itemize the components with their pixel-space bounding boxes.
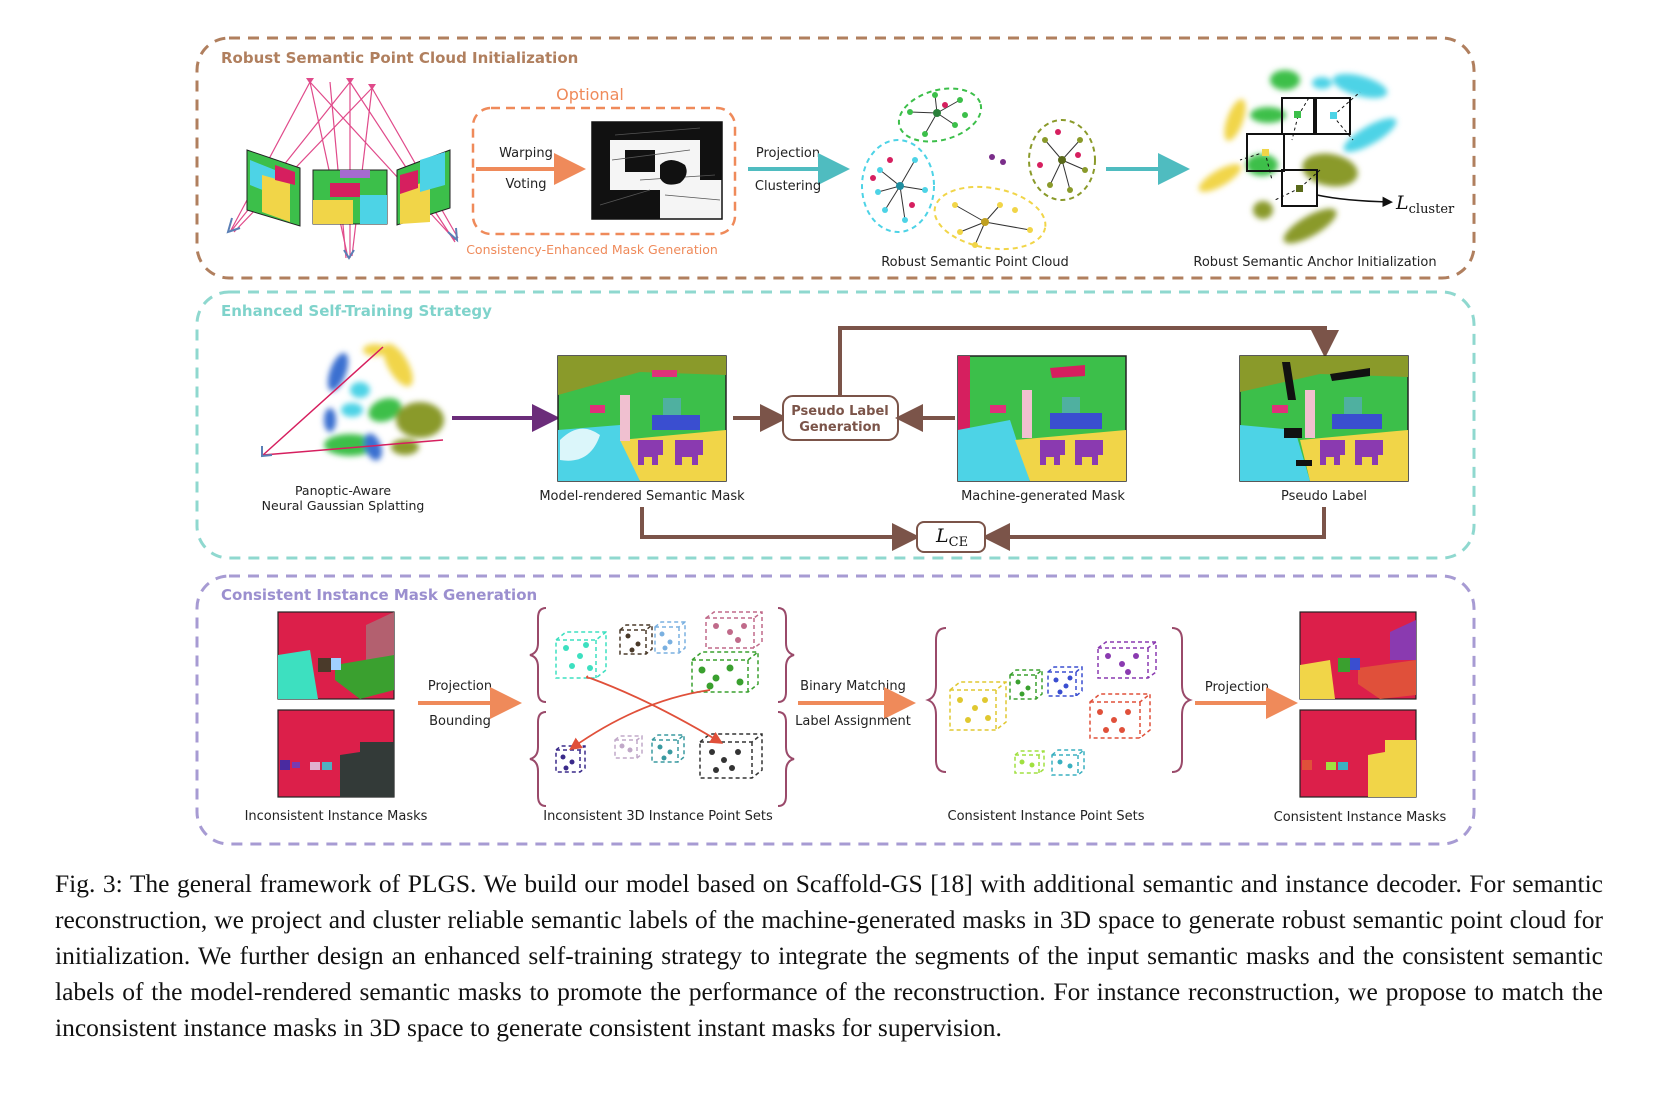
gaussian-splatting-illustration bbox=[261, 343, 444, 461]
consistent-masks-label: Consistent Instance Masks bbox=[1274, 810, 1447, 825]
loss-ce: LCE bbox=[935, 525, 968, 550]
optional-label: Optional bbox=[556, 85, 624, 104]
anchor-initialization bbox=[1198, 70, 1397, 244]
mask-gen-label: Consistency-Enhanced Mask Generation bbox=[466, 242, 718, 257]
consistent-mask-bottom bbox=[1299, 709, 1417, 798]
input-view-right bbox=[396, 149, 451, 226]
camera-icons bbox=[306, 78, 376, 90]
projection-label: Projection bbox=[756, 146, 820, 161]
projection2-label: Projection bbox=[1205, 680, 1269, 695]
pseudo-gen-label-1: Pseudo Label bbox=[791, 404, 889, 419]
projection-bounding-label-1: Projection bbox=[428, 679, 492, 694]
projection-bounding-label-2: Bounding bbox=[429, 714, 491, 729]
binary-matching-label: Binary Matching bbox=[800, 679, 906, 694]
loss-ce-box bbox=[916, 521, 986, 553]
optional-box bbox=[471, 106, 737, 236]
camera-dirs bbox=[226, 217, 459, 260]
inconsistent-point-sets bbox=[529, 607, 795, 807]
section-self-training: Enhanced Self-Training Strategy Panoptic… bbox=[195, 290, 1476, 560]
model-rendered-mask-image bbox=[557, 355, 727, 482]
machine-generated-mask-image bbox=[957, 355, 1127, 482]
model-mask-label: Model-rendered Semantic Mask bbox=[539, 489, 745, 504]
section-init-title: Robust Semantic Point Cloud Initializati… bbox=[221, 49, 578, 67]
robust-point-cloud bbox=[861, 87, 1096, 251]
consistent-sets-label: Consistent Instance Point Sets bbox=[948, 809, 1145, 824]
clustering-label: Clustering bbox=[755, 179, 821, 194]
inconsistent-mask-top bbox=[277, 611, 395, 700]
section-self-title: Enhanced Self-Training Strategy bbox=[221, 302, 492, 320]
input-view-center bbox=[312, 169, 388, 225]
warping-label: Warping bbox=[499, 146, 553, 161]
binary-mask-image bbox=[591, 121, 723, 220]
consistent-mask-top bbox=[1299, 611, 1417, 700]
inconsistent-mask-bottom bbox=[277, 709, 395, 798]
label-assignment-label: Label Assignment bbox=[795, 714, 911, 729]
voting-label: Voting bbox=[505, 177, 546, 192]
model-to-loss-arrow bbox=[640, 507, 920, 551]
loss-cluster: Lcluster bbox=[1395, 192, 1455, 217]
splatting-label-2: Neural Gaussian Splatting bbox=[262, 498, 425, 513]
label-to-loss-arrow bbox=[982, 507, 1326, 551]
pseudo-label-label: Pseudo Label bbox=[1281, 489, 1367, 504]
section-init: Robust Semantic Point Cloud Initializati… bbox=[195, 36, 1476, 280]
anchor-init-label: Robust Semantic Anchor Initialization bbox=[1193, 255, 1436, 270]
point-cloud-label: Robust Semantic Point Cloud bbox=[881, 255, 1069, 270]
machine-mask-label: Machine-generated Mask bbox=[961, 489, 1125, 504]
figure-caption: Fig. 3: The general framework of PLGS. W… bbox=[55, 869, 1603, 1042]
inconsistent-masks-label: Inconsistent Instance Masks bbox=[245, 809, 428, 824]
framework-figure: Robust Semantic Point Cloud Initializati… bbox=[195, 36, 1476, 846]
pseudo-gen-label-2: Generation bbox=[799, 420, 881, 435]
pseudo-label-image bbox=[1239, 355, 1409, 482]
inconsistent-sets-label: Inconsistent 3D Instance Point Sets bbox=[543, 809, 773, 824]
pseudo-to-label-arrow bbox=[838, 326, 1339, 396]
input-view-left bbox=[246, 149, 301, 227]
consistent-point-sets bbox=[925, 627, 1193, 776]
splatting-label-1: Panoptic-Aware bbox=[295, 483, 391, 498]
section-inst-title: Consistent Instance Mask Generation bbox=[221, 586, 537, 604]
section-instance: Consistent Instance Mask Generation Inco… bbox=[195, 574, 1476, 846]
